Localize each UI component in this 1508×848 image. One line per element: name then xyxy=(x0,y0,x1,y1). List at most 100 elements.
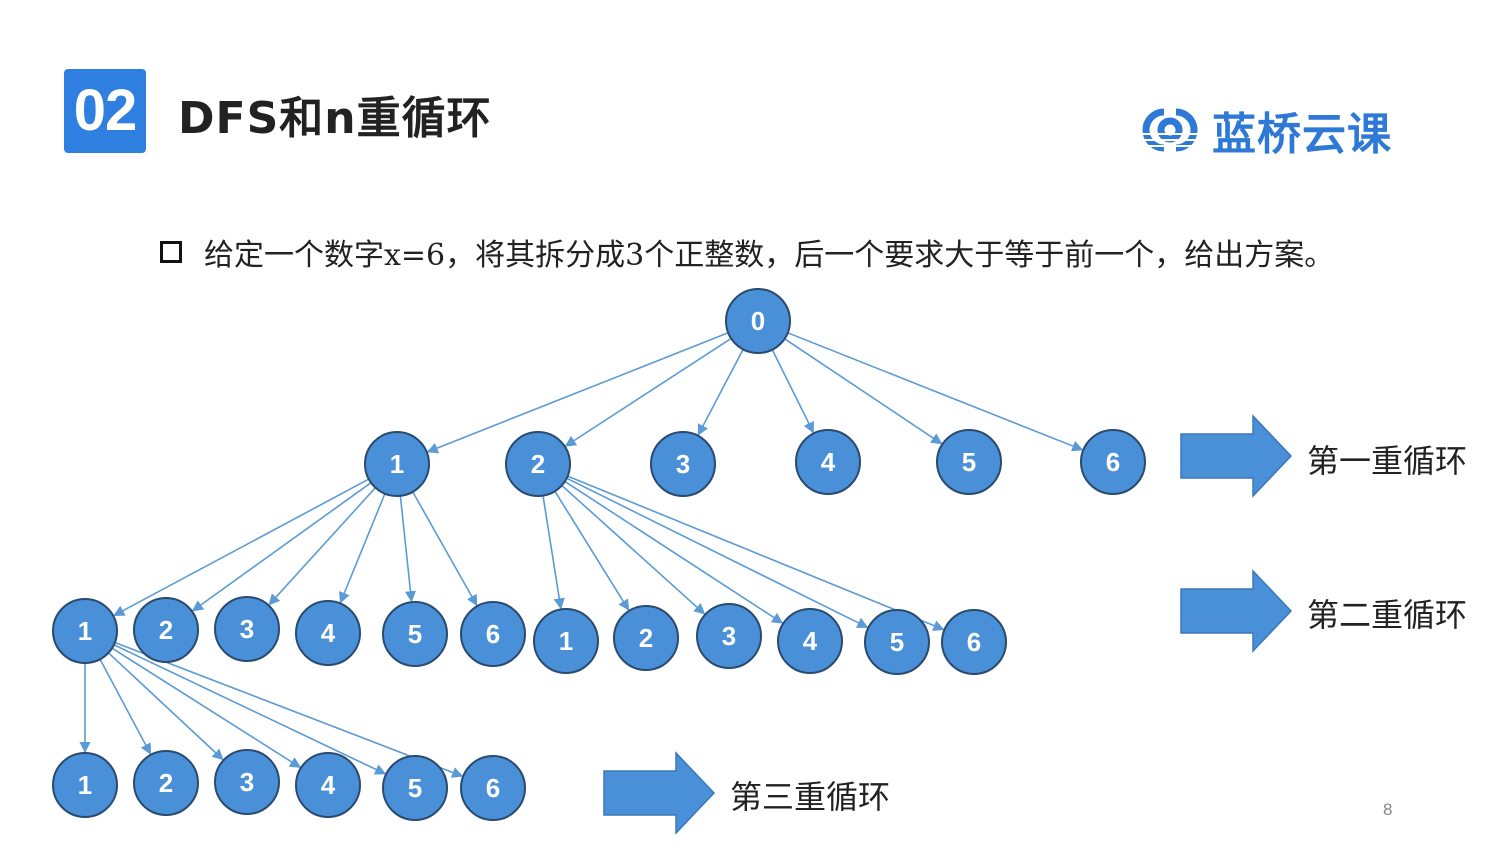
node-circle xyxy=(382,755,448,821)
square-bullet-icon xyxy=(160,241,182,263)
node-circle xyxy=(52,598,118,664)
node-circle xyxy=(214,749,280,815)
edge-root-to-l1-5 xyxy=(784,338,943,445)
root-node: 0 xyxy=(725,288,791,354)
node-label: 1 xyxy=(78,770,92,800)
edge-2-to-l2-2 xyxy=(554,490,630,611)
loop-arrows xyxy=(603,414,1293,835)
node-label: 6 xyxy=(486,773,500,803)
first-loop-label: 第一重循环 xyxy=(1307,442,1468,480)
edge-1-to-l2-4 xyxy=(339,493,386,604)
level3-node-6: 6 xyxy=(460,755,526,821)
level2-node-under-1-1: 1 xyxy=(52,598,118,664)
edge-1-1-to-l3-4 xyxy=(111,647,302,769)
edge-1-1-to-l3-2 xyxy=(99,658,152,755)
edge-2-to-l2-4 xyxy=(564,480,784,624)
edge-2-to-l2-6 xyxy=(567,475,945,631)
node-label: 2 xyxy=(159,615,173,645)
node-circle xyxy=(133,597,199,663)
level2-node-under-1-4: 4 xyxy=(295,600,361,666)
page-title: DFS和n重循环 xyxy=(178,93,492,144)
edge-root-to-l1-6 xyxy=(787,332,1084,452)
level3-node-5: 5 xyxy=(382,755,448,821)
node-circle xyxy=(460,601,526,667)
tree-edges xyxy=(79,332,1084,778)
second-loop-arrow-icon xyxy=(1180,569,1293,653)
level1-node-2: 2 xyxy=(505,431,571,497)
node-circle xyxy=(650,431,716,497)
logo-text: 蓝桥云课 xyxy=(1212,109,1392,160)
level2-node-under-2-1: 1 xyxy=(533,608,599,674)
level2-node-under-2-2: 2 xyxy=(613,605,679,671)
node-circle xyxy=(52,752,118,818)
level2-node-under-2-4: 4 xyxy=(777,608,843,674)
level2-node-under-1-6: 6 xyxy=(460,601,526,667)
edge-1-to-l2-1 xyxy=(113,478,370,617)
level2-node-under-1-3: 3 xyxy=(214,596,280,662)
edge-root-to-l1-4 xyxy=(771,349,815,434)
node-label: 4 xyxy=(803,626,818,656)
node-label: 3 xyxy=(722,621,736,651)
edge-1-to-l2-5 xyxy=(399,495,417,603)
level3-node-1: 1 xyxy=(52,752,118,818)
third-loop-arrow-icon xyxy=(603,751,716,835)
node-label: 5 xyxy=(890,627,904,657)
edge-1-to-l2-2 xyxy=(191,482,372,612)
node-circle xyxy=(214,596,280,662)
node-label: 2 xyxy=(639,623,653,653)
edge-2-to-l2-3 xyxy=(561,484,706,615)
node-circle xyxy=(936,429,1002,495)
level2-node-under-2-5: 5 xyxy=(864,609,930,675)
node-label: 4 xyxy=(821,447,836,477)
node-label: 3 xyxy=(240,767,254,797)
lanqiao-logo-icon xyxy=(1134,108,1206,152)
node-circle xyxy=(613,605,679,671)
node-circle xyxy=(364,431,430,497)
node-label: 3 xyxy=(676,449,690,479)
node-circle xyxy=(1080,429,1146,495)
node-circle xyxy=(941,609,1007,675)
node-label: 6 xyxy=(1106,447,1120,477)
node-label: 5 xyxy=(408,619,422,649)
edge-1-to-l2-6 xyxy=(412,491,478,607)
node-label: 3 xyxy=(240,614,254,644)
level2-node-under-1-2: 2 xyxy=(133,597,199,663)
level2-node-under-2-6: 6 xyxy=(941,609,1007,675)
node-circle xyxy=(696,603,762,669)
level1-node-4: 4 xyxy=(795,429,861,495)
edge-root-to-l1-2 xyxy=(564,337,732,447)
node-label: 5 xyxy=(408,773,422,803)
node-label: 1 xyxy=(390,449,404,479)
edge-root-to-l1-1 xyxy=(426,332,729,454)
problem-statement: 给定一个数字x=6，将其拆分成3个正整数，后一个要求大于等于前一个，给出方案。 xyxy=(160,230,1334,274)
node-label: 4 xyxy=(321,618,336,648)
node-label: 6 xyxy=(967,627,981,657)
node-circle xyxy=(133,750,199,816)
edge-1-1-to-l3-5 xyxy=(113,644,387,775)
node-circle xyxy=(382,601,448,667)
level3-node-3: 3 xyxy=(214,749,280,815)
level2-node-under-1-5: 5 xyxy=(382,601,448,667)
node-label: 6 xyxy=(486,619,500,649)
level2-node-under-2-3: 3 xyxy=(696,603,762,669)
edge-2-to-l2-5 xyxy=(566,477,869,629)
edge-1-1-to-l3-3 xyxy=(107,652,224,761)
brand-logo: 蓝桥云课 xyxy=(1134,98,1392,162)
node-circle xyxy=(777,608,843,674)
second-loop-label: 第二重循环 xyxy=(1307,596,1468,634)
level1-node-1: 1 xyxy=(364,431,430,497)
node-circle xyxy=(295,752,361,818)
edge-2-to-l2-1 xyxy=(542,495,565,610)
node-circle xyxy=(295,600,361,666)
node-label: 5 xyxy=(962,447,976,477)
node-circle xyxy=(533,608,599,674)
problem-text: 给定一个数字x=6，将其拆分成3个正整数，后一个要求大于等于前一个，给出方案。 xyxy=(204,238,1335,273)
node-label: 1 xyxy=(559,626,573,656)
level3-node-4: 4 xyxy=(295,752,361,818)
third-loop-label: 第三重循环 xyxy=(730,778,891,816)
node-label: 2 xyxy=(159,768,173,798)
edge-1-1-to-l3-6 xyxy=(114,641,464,778)
page-number: 8 xyxy=(1383,800,1393,819)
node-label: 4 xyxy=(321,770,336,800)
